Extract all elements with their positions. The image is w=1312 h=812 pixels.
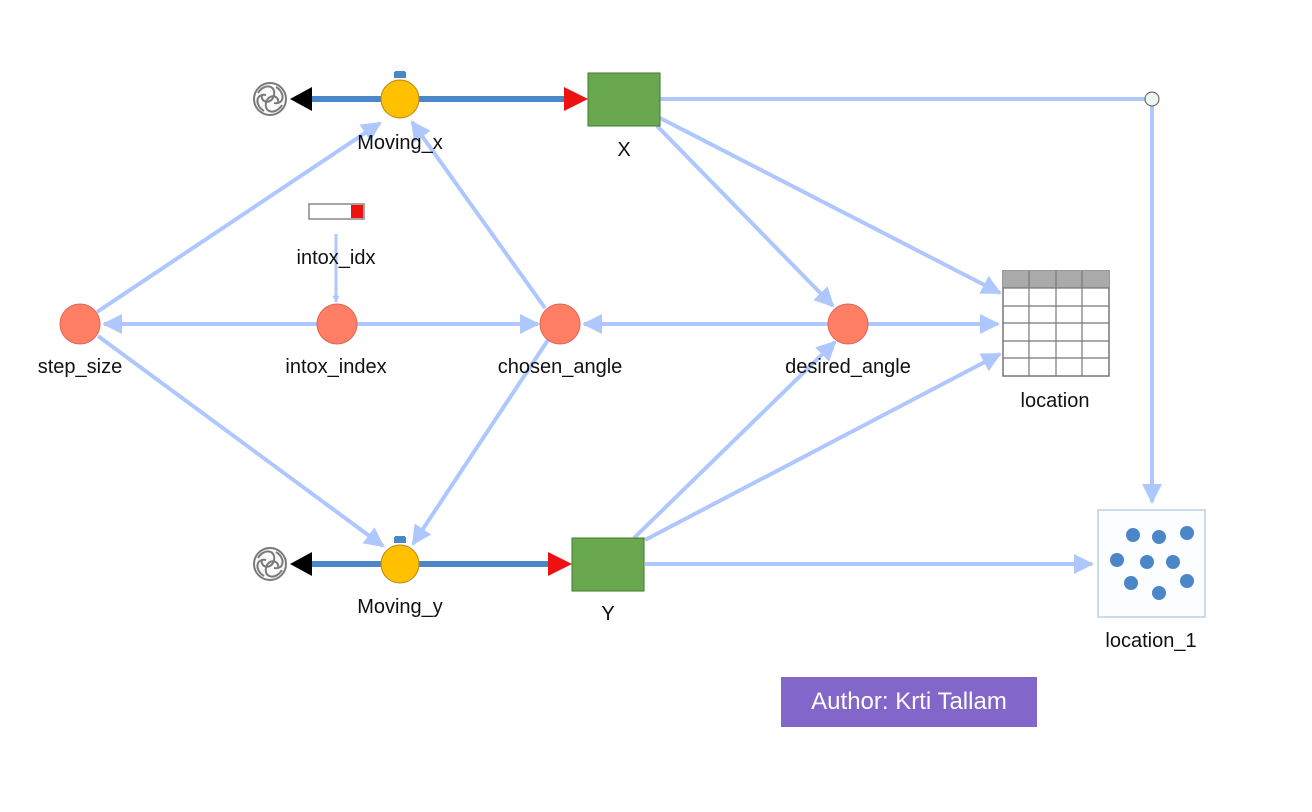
flow-arrowhead-black-icon [290, 87, 312, 111]
stock-y[interactable] [571, 537, 645, 592]
valve-stem-icon [394, 72, 406, 78]
author-badge: Author: Krti Tallam [781, 677, 1037, 727]
output-label-location: location [1020, 390, 1090, 412]
link-step-size-to-moving-x[interactable] [95, 121, 382, 314]
slider-intox-idx-icon[interactable] [308, 203, 365, 220]
converter-step-size[interactable] [59, 303, 101, 345]
graphical-label-intox-idx: intox_idx [296, 247, 376, 269]
stock-x[interactable] [587, 72, 661, 127]
flow-moving-y[interactable] [290, 536, 572, 584]
variable-label-intox-index: intox_index [285, 356, 387, 378]
link-chosen-angle-to-moving-x[interactable] [410, 120, 547, 310]
link-y-to-desired-angle[interactable] [632, 340, 837, 540]
converter-intox-index[interactable] [316, 303, 358, 345]
converter-chosen-angle[interactable] [539, 303, 581, 345]
flow-moving-x[interactable] [290, 71, 588, 119]
cloud-sink-icon[interactable] [253, 547, 287, 581]
stock-label-x: X [617, 139, 631, 161]
flow-arrowhead-red-icon [564, 87, 588, 111]
variable-label-step-size: step_size [37, 356, 123, 378]
link-x-to-desired-angle[interactable] [655, 124, 835, 308]
link-x-to-location[interactable] [659, 116, 1002, 295]
link-step-size-to-moving-y[interactable] [96, 334, 385, 548]
flow-arrowhead-red-icon [548, 552, 572, 576]
flow-label-moving-y: Moving_y [357, 596, 443, 618]
connector-bend-point[interactable] [1144, 91, 1160, 107]
flow-arrowhead-black-icon [290, 552, 312, 576]
valve-icon[interactable] [380, 544, 420, 584]
converter-desired-angle[interactable] [827, 303, 869, 345]
table-location-icon[interactable] [1002, 270, 1110, 377]
link-chosen-angle-to-moving-y[interactable] [411, 338, 550, 546]
output-label-location-1: location_1 [1105, 630, 1197, 652]
cloud-sink-icon[interactable] [253, 82, 287, 116]
flow-label-moving-x: Moving_x [357, 132, 443, 154]
scatter-location-1-icon[interactable] [1097, 509, 1206, 618]
variable-label-desired-angle: desired_angle [785, 356, 911, 378]
link-y-to-location[interactable] [644, 352, 1002, 542]
link-connectors [95, 97, 1162, 574]
valve-stem-icon [394, 537, 406, 543]
variable-label-chosen-angle: chosen_angle [497, 356, 623, 378]
valve-icon[interactable] [380, 79, 420, 119]
stock-label-y: Y [601, 603, 615, 625]
